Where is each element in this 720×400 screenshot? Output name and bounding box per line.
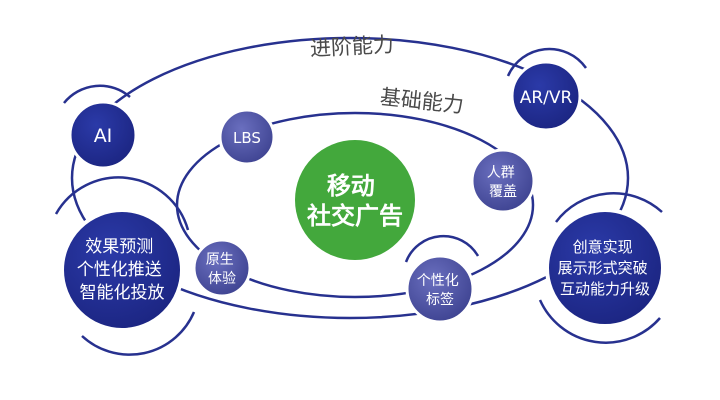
node-tags: 个性化 标签 <box>404 234 480 324</box>
node-crowd-line-1: 人群 <box>487 165 515 181</box>
node-tags-line-2: 标签 <box>426 291 454 308</box>
outer-ring <box>70 36 630 320</box>
node-creative-line-1: 创意实现 <box>573 238 633 256</box>
outer-ring-label: 进阶能力 <box>309 32 394 60</box>
node-effect: 效果预测 个性化推送 智能化投放 <box>54 176 196 356</box>
node-effect-line-3: 智能化投放 <box>80 283 165 303</box>
node-native-line-1: 原生 <box>206 252 234 268</box>
center-line-2: 社交广告 <box>307 202 403 230</box>
node-lbs-label: LBS <box>233 129 261 147</box>
inner-ring-label: 基础能力 <box>379 85 465 118</box>
node-ai-label: AI <box>94 125 113 147</box>
node-ai: AI <box>63 84 138 170</box>
node-effect-label: 效果预测 个性化推送 智能化投放 <box>77 237 167 303</box>
inner-ring <box>175 111 535 299</box>
node-creative-line-3: 互动能力升级 <box>560 280 650 298</box>
node-effect-line-1: 效果预测 <box>85 237 153 257</box>
node-native-line-2: 体验 <box>208 271 236 287</box>
node-arvr: AR/VR <box>506 47 588 132</box>
node-lbs: LBS <box>218 108 276 166</box>
node-crowd: 人群 覆盖 <box>470 148 536 214</box>
center-circle <box>295 140 415 260</box>
node-effect-line-2: 个性化推送 <box>77 260 162 280</box>
node-creative: 创意实现 展示形式突破 互动能力升级 <box>538 192 665 344</box>
center-line-1: 移动 <box>327 172 375 200</box>
node-crowd-label: 人群 覆盖 <box>487 165 519 200</box>
node-native-label: 原生 体验 <box>206 252 238 287</box>
center-label: 移动 社交广告 <box>307 172 403 230</box>
node-arvr-label: AR/VR <box>520 88 573 108</box>
node-tags-line-1: 个性化 <box>417 273 459 289</box>
node-crowd-line-2: 覆盖 <box>489 184 517 200</box>
node-native: 原生 体验 <box>192 238 252 298</box>
node-creative-label: 创意实现 展示形式突破 互动能力升级 <box>558 238 653 298</box>
node-tags-label: 个性化 标签 <box>417 273 463 308</box>
node-creative-line-2: 展示形式突破 <box>558 259 648 277</box>
